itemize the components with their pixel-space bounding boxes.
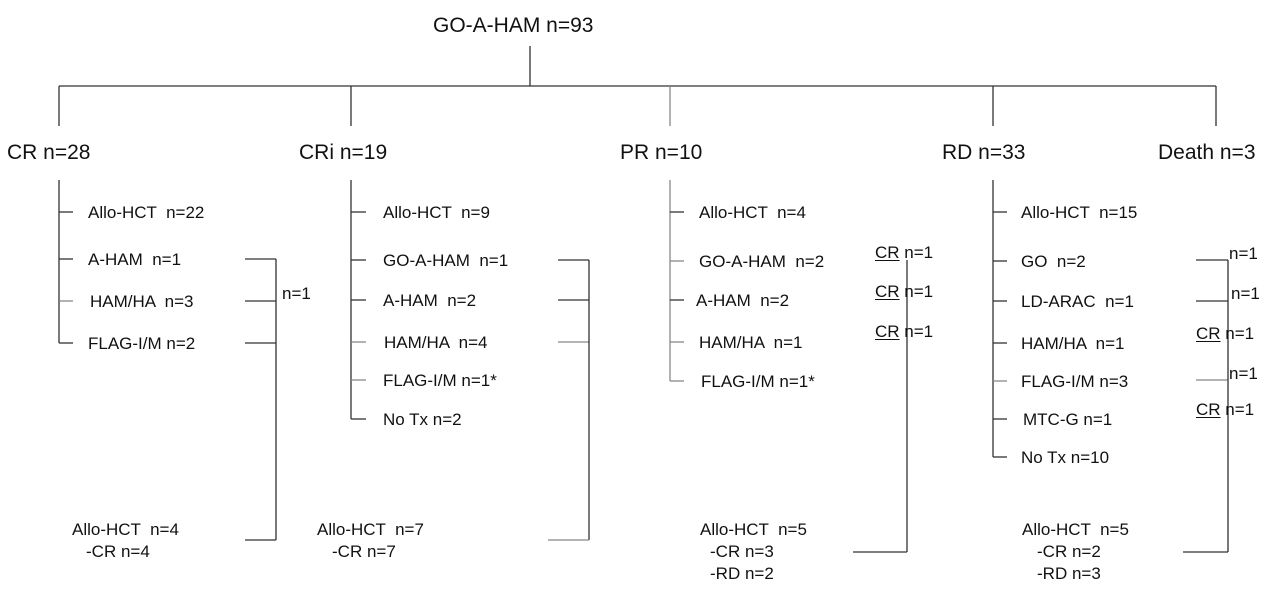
rd-outcome: -RD n=3 — [1037, 564, 1101, 583]
cri-outcome: Allo-HCT n=7 — [317, 520, 424, 539]
rd-child: No Tx n=10 — [1021, 448, 1110, 467]
response-count: n=1 — [904, 282, 934, 301]
response-status: CR — [875, 243, 900, 262]
cr-child: HAM/HA n=3 — [90, 292, 194, 311]
branch-pr-label: PR n=10 — [620, 141, 703, 164]
rd-child: GO n=2 — [1021, 252, 1086, 271]
branch-rd-label: RD n=33 — [942, 141, 1026, 164]
cri-child: GO-A-HAM n=1 — [383, 251, 509, 270]
response-count: n=1 — [1231, 284, 1260, 303]
pr-outcome: Allo-HCT n=5 — [700, 520, 807, 539]
rd-child: HAM/HA n=1 — [1021, 334, 1125, 353]
branch-cr-label: CR n=28 — [7, 141, 91, 164]
cr-outcome: Allo-HCT n=4 — [72, 520, 179, 539]
rd-child: FLAG-I/M n=3 — [1021, 372, 1129, 391]
pr-child: Allo-HCT n=4 — [699, 203, 806, 222]
branch-cri-label: CRi n=19 — [299, 141, 388, 164]
response-count: n=1 — [1225, 400, 1255, 419]
cri-child: A-HAM n=2 — [383, 291, 477, 310]
pr-response: CR n=1 — [875, 323, 933, 340]
cri-outcome: -CR n=7 — [332, 542, 396, 561]
pr-child: A-HAM n=2 — [696, 291, 790, 310]
rd-outcome: -CR n=2 — [1037, 542, 1101, 561]
response-status: CR — [1196, 324, 1221, 343]
response-status: CR — [1196, 400, 1221, 419]
cri-child: Allo-HCT n=9 — [383, 203, 490, 222]
rd-child: Allo-HCT n=15 — [1021, 203, 1138, 222]
response-count: n=1 — [1229, 244, 1258, 263]
rd-response: CR n=1 — [1196, 401, 1254, 418]
cr-child: A-HAM n=1 — [88, 250, 182, 269]
cr-merge-label: n=1 — [282, 284, 311, 303]
rd-response: n=1 — [1196, 245, 1258, 262]
rd-response: CR n=1 — [1196, 325, 1254, 342]
cri-child: No Tx n=2 — [383, 410, 462, 429]
rd-outcome: Allo-HCT n=5 — [1022, 520, 1129, 539]
response-count: n=1 — [1225, 324, 1255, 343]
cri-child: FLAG-I/M n=1* — [383, 371, 497, 390]
pr-outcome: -RD n=2 — [710, 564, 774, 583]
cr-child: FLAG-I/M n=2 — [88, 334, 196, 353]
root-node: GO-A-HAM n=93 — [433, 14, 594, 37]
response-count: n=1 — [1229, 364, 1258, 383]
response-status: CR — [875, 322, 900, 341]
response-status: CR — [875, 282, 900, 301]
rd-child: LD-ARAC n=1 — [1021, 292, 1134, 311]
pr-child: GO-A-HAM n=2 — [699, 252, 825, 271]
response-count: n=1 — [904, 322, 934, 341]
rd-child: MTC-G n=1 — [1023, 410, 1113, 429]
cri-child: HAM/HA n=4 — [384, 333, 488, 352]
cr-child: Allo-HCT n=22 — [88, 203, 205, 222]
pr-outcome: -CR n=3 — [710, 542, 774, 561]
branch-death-label: Death n=3 — [1158, 141, 1256, 164]
cr-outcome: -CR n=4 — [86, 542, 150, 561]
pr-response: CR n=1 — [875, 244, 933, 261]
pr-response: CR n=1 — [875, 283, 933, 300]
pr-child: HAM/HA n=1 — [699, 333, 803, 352]
rd-response: n=1 — [1196, 285, 1260, 302]
pr-child: FLAG-I/M n=1* — [701, 372, 815, 391]
rd-response: n=1 — [1196, 365, 1258, 382]
response-count: n=1 — [904, 243, 934, 262]
